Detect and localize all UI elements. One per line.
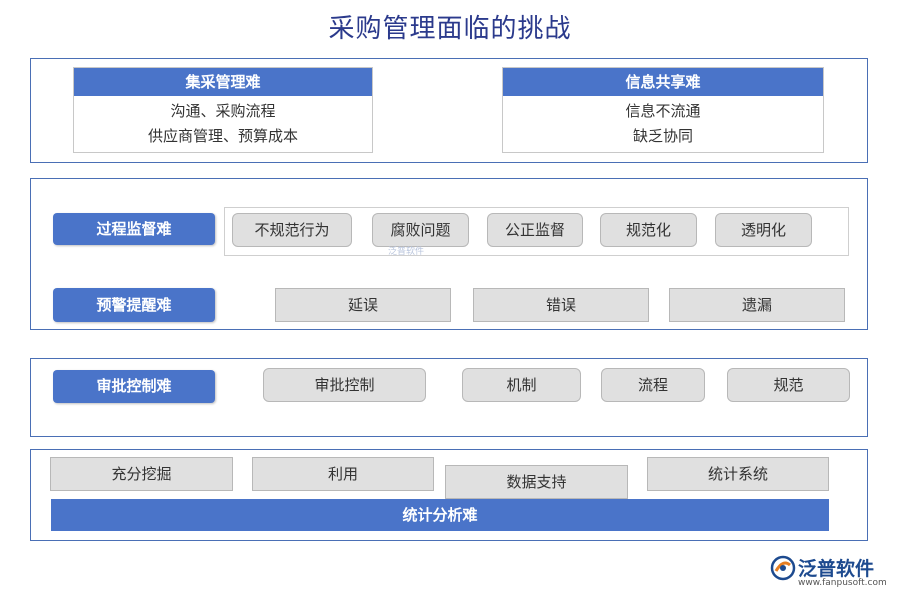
card-header: 信息共享难 xyxy=(503,68,823,96)
logo-icon xyxy=(770,555,796,581)
label-early-warning: 预警提醒难 xyxy=(53,288,215,322)
watermark: 泛普软件 xyxy=(388,247,425,257)
card-line: 信息不流通 xyxy=(625,102,701,120)
card-centralized-procurement: 集采管理难 沟通、采购流程 供应商管理、预算成本 xyxy=(73,67,373,153)
card-body: 信息不流通 缺乏协同 xyxy=(503,96,823,149)
card-body: 沟通、采购流程 供应商管理、预算成本 xyxy=(74,96,372,149)
item-standardization: 规范化 xyxy=(600,213,697,247)
item-irregular-behavior: 不规范行为 xyxy=(232,213,352,247)
page-title: 采购管理面临的挑战 xyxy=(328,14,572,44)
item-fair-supervision: 公正监督 xyxy=(487,213,583,247)
item-transparency: 透明化 xyxy=(715,213,812,247)
brand-logo: 泛普软件 www.fanpusoft.com xyxy=(770,553,895,593)
section-centralized-info: 集采管理难 沟通、采购流程 供应商管理、预算成本 信息共享难 信息不流通 缺乏协… xyxy=(30,58,868,163)
item-norms: 规范 xyxy=(727,368,850,402)
label-approval-control: 审批控制难 xyxy=(53,370,215,403)
supervision-items-frame xyxy=(224,207,849,256)
item-process: 流程 xyxy=(601,368,705,402)
item-corruption: 腐败问题 xyxy=(372,213,469,247)
item-error: 错误 xyxy=(473,288,649,322)
bar-statistical-analysis: 统计分析难 xyxy=(51,499,829,531)
card-line: 缺乏协同 xyxy=(632,127,693,145)
item-utilization: 利用 xyxy=(252,457,434,491)
item-approval-control: 审批控制 xyxy=(263,368,426,402)
item-delay: 延误 xyxy=(275,288,451,322)
logo-text: 泛普软件 xyxy=(798,558,875,580)
card-line: 沟通、采购流程 xyxy=(170,102,276,120)
item-omission: 遗漏 xyxy=(669,288,845,322)
card-header: 集采管理难 xyxy=(74,68,372,96)
item-mechanism: 机制 xyxy=(462,368,581,402)
label-process-supervision: 过程监督难 xyxy=(53,213,215,245)
logo-url: www.fanpusoft.com xyxy=(798,578,887,588)
item-statistics-system: 统计系统 xyxy=(647,457,829,491)
card-line: 供应商管理、预算成本 xyxy=(147,127,298,145)
card-information-sharing: 信息共享难 信息不流通 缺乏协同 xyxy=(502,67,824,153)
item-data-support: 数据支持 xyxy=(445,465,628,499)
item-full-mining: 充分挖掘 xyxy=(50,457,233,491)
